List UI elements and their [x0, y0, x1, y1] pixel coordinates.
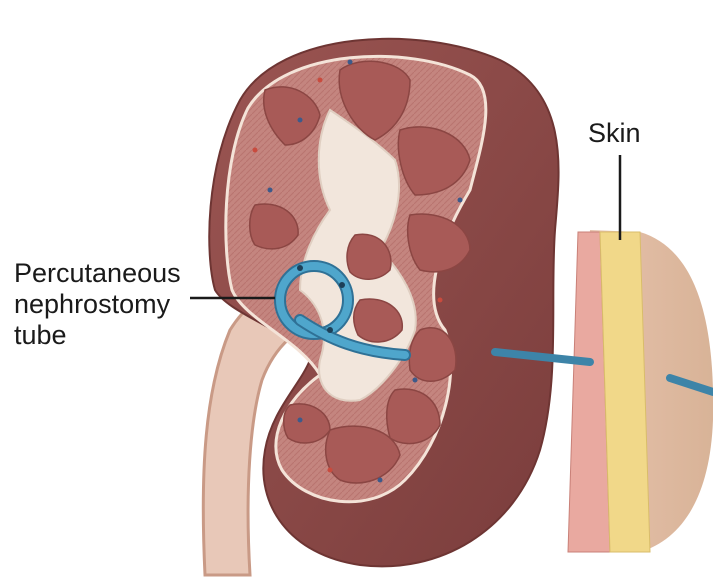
- nephrostomy-tube-label: Percutaneous nephrostomy tube: [14, 258, 181, 351]
- tube-label-line-2: nephrostomy: [14, 289, 181, 320]
- tube-label-line-3: tube: [14, 320, 181, 351]
- skin-label: Skin: [588, 118, 641, 149]
- skin-cross-section: [568, 230, 713, 552]
- tube-label-line-1: Percutaneous: [14, 258, 181, 289]
